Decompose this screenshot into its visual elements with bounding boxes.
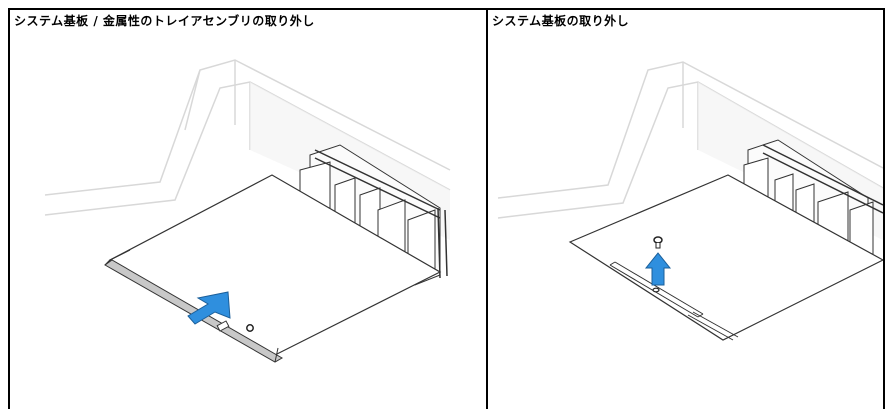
table-left-border bbox=[8, 8, 10, 409]
system-board-screw-removal-illustration bbox=[497, 61, 883, 341]
table-top-border bbox=[8, 8, 885, 10]
right-figure-cell: システム基板の取り外し bbox=[488, 10, 883, 409]
screw-icon bbox=[653, 236, 663, 249]
figure-table: システム基板 / 金属性のトレイアセンブリの取り外し bbox=[8, 8, 885, 409]
table-right-border bbox=[883, 8, 885, 409]
table-center-border bbox=[486, 8, 488, 409]
left-figure-title: システム基板 / 金属性のトレイアセンブリの取り外し bbox=[14, 14, 315, 28]
left-figure-cell: システム基板 / 金属性のトレイアセンブリの取り外し bbox=[10, 10, 486, 409]
right-figure-title: システム基板の取り外し bbox=[492, 14, 630, 28]
slide-arrow-icon bbox=[187, 291, 231, 325]
lift-arrow-icon bbox=[644, 252, 672, 286]
system-board-tray-removal-illustration bbox=[44, 59, 451, 363]
